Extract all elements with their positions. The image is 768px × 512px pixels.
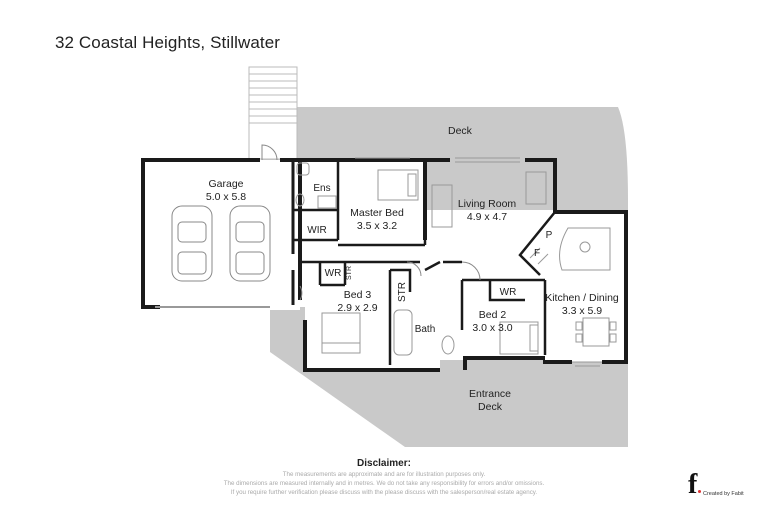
logo-glyph: f	[688, 469, 698, 500]
bed2-label: Bed 2 3.0 x 3.0	[465, 309, 520, 335]
bed3-label: Bed 3 2.9 x 2.9	[330, 289, 385, 315]
bed3-dims: 2.9 x 2.9	[337, 302, 378, 314]
bed3-name: Bed 3	[343, 289, 372, 301]
master-bed-label: Master Bed 3.5 x 3.2	[342, 207, 412, 233]
deck-label: Deck	[448, 125, 472, 137]
disclaimer-title: Disclaimer:	[357, 458, 411, 469]
entrance-deck-line1: Entrance	[468, 388, 512, 400]
str-2-label: STR	[397, 282, 408, 302]
bath-label: Bath	[414, 324, 436, 335]
entrance-deck-label: Entrance Deck	[460, 388, 520, 414]
garage-label: Garage 5.0 x 5.8	[196, 178, 256, 204]
living-room-dims: 4.9 x 4.7	[466, 211, 508, 223]
dining-table	[575, 317, 617, 347]
sofa	[431, 171, 547, 228]
kitchen-island	[559, 227, 611, 271]
str-1-label: STR	[346, 266, 353, 280]
pantry-label: P	[545, 230, 553, 241]
wir-label: WIR	[307, 225, 327, 236]
ens-label: Ens	[313, 183, 331, 194]
logo-dot	[698, 490, 702, 493]
kitchen-dining-label: Kitchen / Dining 3.3 x 5.9	[537, 292, 627, 318]
house-floor	[143, 160, 626, 370]
master-bed-dims: 3.5 x 3.2	[356, 220, 398, 232]
garage-walls	[141, 158, 260, 309]
brand-credit: Created by Fabit	[703, 491, 744, 497]
bed2-dims: 3.0 x 3.0	[472, 322, 513, 334]
kitchen-dining-name: Kitchen / Dining	[545, 292, 619, 304]
wr-bed2-label: WR	[499, 287, 517, 298]
page-title: 32 Coastal Heights, Stillwater	[55, 33, 281, 52]
disclaimer-line-1: The measurements are approximate and are…	[282, 471, 486, 478]
deck-stairs	[248, 66, 298, 160]
master-bed-furniture	[377, 169, 419, 201]
living-room-label: Living Room 4.9 x 4.7	[452, 198, 522, 224]
garage-dims: 5.0 x 5.8	[205, 191, 247, 203]
disclaimer-line-3: If you require further verification plea…	[230, 489, 538, 496]
bed2-name: Bed 2	[478, 309, 507, 321]
living-room-name: Living Room	[457, 198, 517, 210]
disclaimer-line-2: The dimensions are measured internally a…	[223, 480, 545, 487]
fridge-label: F	[533, 248, 541, 259]
fabit-logo: f	[688, 469, 702, 500]
entrance-deck-line2: Deck	[478, 401, 502, 413]
garage-cars	[171, 205, 271, 282]
wr-bed3-label: WR	[324, 268, 342, 279]
kitchen-dining-dims: 3.3 x 5.9	[561, 305, 603, 317]
master-bed-name: Master Bed	[350, 207, 404, 219]
garage-name: Garage	[208, 178, 244, 190]
